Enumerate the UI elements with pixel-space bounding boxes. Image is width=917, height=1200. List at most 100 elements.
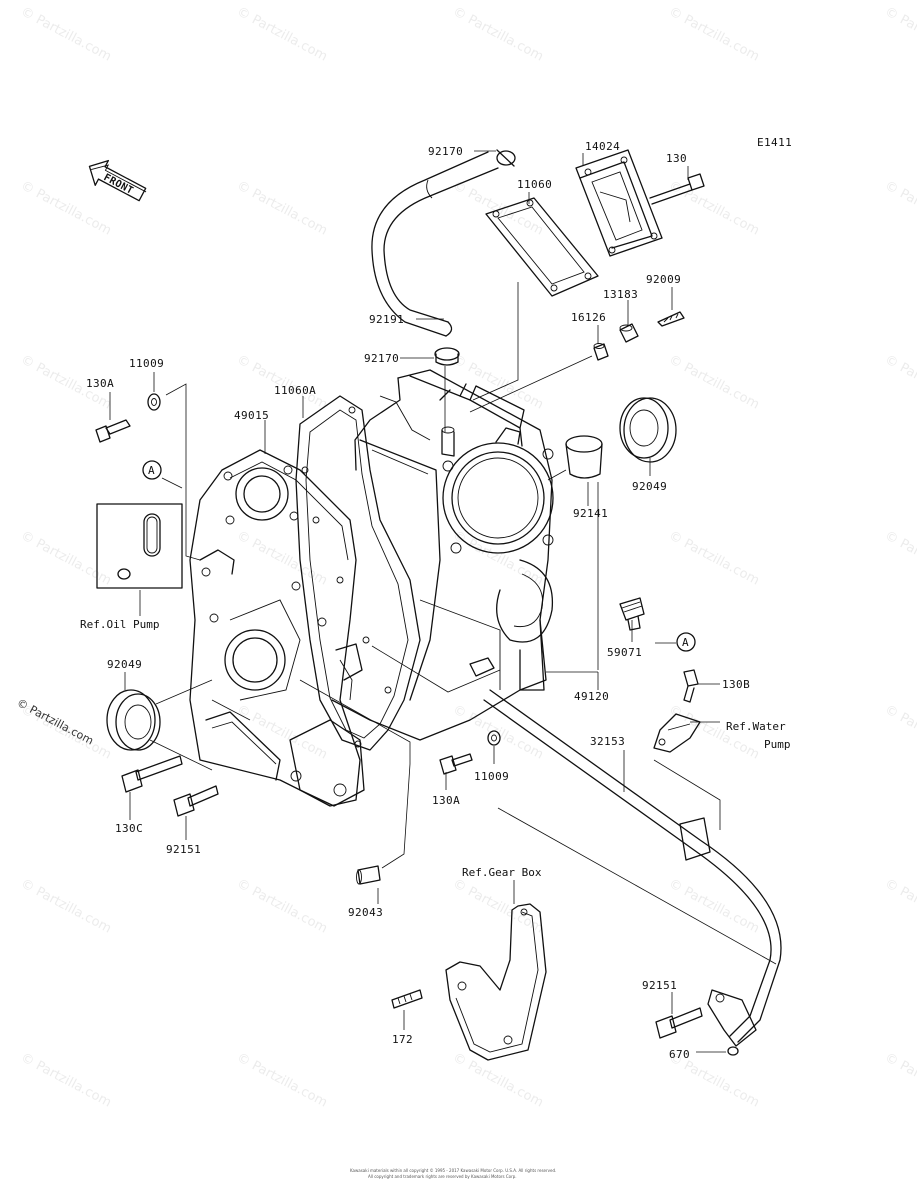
callout-a-right-text: A — [682, 636, 689, 649]
oring-box — [96, 503, 183, 589]
seal-92049-left — [106, 689, 161, 751]
ref-oil-pump: Ref.Oil Pump — [80, 618, 159, 631]
cover-14024 — [575, 149, 663, 257]
watermark-text: © Partzilla.com — [666, 352, 762, 412]
bolt-130B — [683, 669, 699, 703]
watermark-text: © Partzilla.com — [666, 876, 762, 936]
label-92151-left: 92151 — [166, 843, 201, 856]
label-92170-top: 92170 — [428, 145, 463, 158]
watermark-text: © Partzilla.com — [18, 528, 114, 588]
cover-49015 — [189, 449, 365, 807]
pin-16126 — [593, 343, 609, 361]
label-130A-mid: 130A — [432, 794, 460, 807]
oring-670 — [727, 1046, 739, 1056]
copyright-line-1: Kawasaki materials within all copyright … — [350, 1168, 556, 1173]
watermark-text: © Partzilla.com — [234, 4, 330, 64]
watermark-text: © Partzilla.com — [234, 702, 330, 762]
label-59071: 59071 — [607, 646, 642, 659]
watermark-text: © Partzilla.com — [18, 876, 114, 936]
watermark-text: © Partzilla.com — [882, 702, 917, 762]
watermark-text: © Partzilla.com — [234, 178, 330, 238]
washer-11009-left — [147, 393, 161, 411]
watermark-text: © Partzilla.com — [882, 178, 917, 238]
gearbox-bracket — [445, 903, 547, 1061]
label-92151-right: 92151 — [642, 979, 677, 992]
stud-172 — [391, 989, 423, 1009]
watermark-text: © Partzilla.com — [450, 1050, 546, 1110]
label-11009-left: 11009 — [129, 357, 164, 370]
watermark-text: © Partzilla.com — [234, 528, 330, 588]
bushing-92141 — [565, 435, 603, 479]
watermark-text: © Partzilla.com — [234, 1050, 330, 1110]
ref-gear-box: Ref.Gear Box — [462, 866, 542, 879]
part-labels: 92170 14024 130 11060 92009 13183 16126 … — [86, 140, 750, 1061]
label-32153: 32153 — [590, 735, 625, 748]
watermark-text: © Partzilla.com — [450, 4, 546, 64]
bolt-130A-left — [95, 419, 131, 443]
callout-a-left-text: A — [148, 464, 155, 477]
crankcase-49120 — [331, 369, 554, 741]
watermark-text: © Partzilla.com — [666, 4, 762, 64]
front-arrow: FRONT — [88, 159, 147, 202]
reference-labels: Ref.Oil Pump Ref.Water Pump Ref.Gear Box — [80, 618, 791, 879]
watermark-text: © Partzilla.com — [450, 876, 546, 936]
label-130C: 130C — [115, 822, 143, 835]
pipe-32153 — [483, 689, 782, 1047]
bolt-130C — [121, 755, 183, 793]
label-670: 670 — [669, 1048, 690, 1061]
plug-13183 — [619, 323, 639, 343]
watermark-text: © Partzilla.com — [234, 876, 330, 936]
callout-a-left: A — [142, 460, 162, 480]
watermark-text: © Partzilla.com — [882, 1050, 917, 1110]
hose-clip-top — [496, 149, 516, 167]
diagram-code: E1411 — [757, 136, 792, 149]
bolt-130A-mid — [439, 753, 473, 775]
watermark-text: © Partzilla.com — [882, 528, 917, 588]
watermark-text: © Partzilla.com — [18, 4, 114, 64]
watermark-text: © Partzilla.com — [882, 876, 917, 936]
watermark-grid: © Partzilla.com © Partzilla.com © Partzill… — [18, 4, 917, 1110]
side-watermark: © Partzilla.com — [15, 696, 96, 747]
gasket-11060A — [295, 395, 421, 751]
label-14024: 14024 — [585, 140, 620, 153]
leader-lines — [109, 150, 777, 1053]
label-13183: 13183 — [603, 288, 638, 301]
label-130A-left: 130A — [86, 377, 114, 390]
label-130-top: 130 — [666, 152, 687, 165]
label-92170-mid: 92170 — [364, 352, 399, 365]
hose-92191 — [371, 151, 499, 337]
label-92191: 92191 — [369, 313, 404, 326]
label-16126: 16126 — [571, 311, 606, 324]
seal-92049-right — [619, 397, 677, 463]
gasket-11060 — [485, 197, 599, 297]
bolt-130-top — [649, 173, 705, 205]
label-92049-right: 92049 — [632, 480, 667, 493]
label-172: 172 — [392, 1033, 413, 1046]
label-49120: 49120 — [574, 690, 609, 703]
watermark-text: © Partzilla.com — [234, 352, 330, 412]
label-130B: 130B — [722, 678, 750, 691]
watermark-text: © Partzilla.com — [18, 1050, 114, 1110]
watermark-text: © Partzilla.com — [18, 178, 114, 238]
watermark-text: © Partzilla.com — [882, 352, 917, 412]
label-92141: 92141 — [573, 507, 608, 520]
watermark-text: © Partzilla.com — [666, 528, 762, 588]
ref-water-pump-line2: Pump — [764, 738, 791, 751]
dowel-92043 — [356, 865, 381, 885]
washer-11009-mid — [487, 730, 501, 746]
callout-a-right: A — [676, 632, 696, 652]
label-92043: 92043 — [348, 906, 383, 919]
label-92009: 92009 — [646, 273, 681, 286]
bolt-92151-left — [173, 785, 219, 817]
screw-92009 — [657, 311, 685, 327]
label-11060: 11060 — [517, 178, 552, 191]
label-92049-left: 92049 — [107, 658, 142, 671]
ref-water-pump-line1: Ref.Water — [726, 720, 786, 733]
label-11060A: 11060A — [274, 384, 316, 397]
bolt-92151-right — [655, 1007, 703, 1039]
copyright-line-2: All copyright and trademark rights are r… — [368, 1174, 517, 1179]
bracket-water-pump — [653, 713, 701, 753]
hose-clip-mid — [434, 347, 460, 366]
